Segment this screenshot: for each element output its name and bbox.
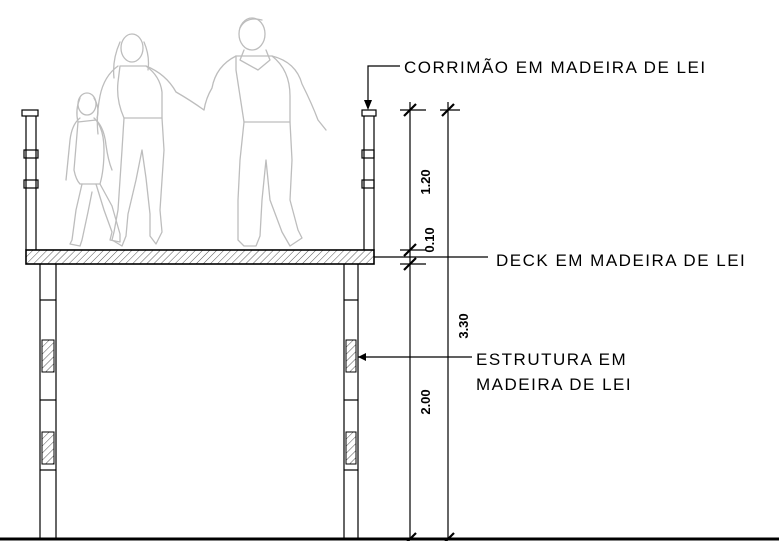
dim-structure-height: 2.00 [418, 389, 433, 414]
structure-leader [358, 353, 472, 361]
right-column [343, 264, 359, 539]
people-figures [65, 17, 327, 247]
dim-total-height: 3.30 [456, 313, 471, 338]
left-railing [21, 109, 39, 250]
label-structure-line1: ESTRUTURA EM [476, 350, 627, 369]
child-figure [65, 92, 121, 247]
man-figure [203, 17, 327, 247]
handrail-leader [364, 65, 400, 110]
right-railing [361, 109, 377, 250]
label-structure-line2: MADEIRA DE LEI [476, 375, 632, 394]
woman-figure [96, 33, 205, 247]
dimension-inner [400, 102, 426, 541]
label-deck: DECK EM MADEIRA DE LEI [496, 251, 746, 270]
dimension-outer [440, 102, 460, 541]
left-column [39, 264, 57, 539]
deck-slab [25, 249, 375, 265]
dim-deck-thickness: 0.10 [422, 227, 437, 252]
dim-railing-height: 1.20 [418, 169, 433, 194]
label-handrail: CORRIMÃO EM MADEIRA DE LEI [404, 58, 707, 77]
